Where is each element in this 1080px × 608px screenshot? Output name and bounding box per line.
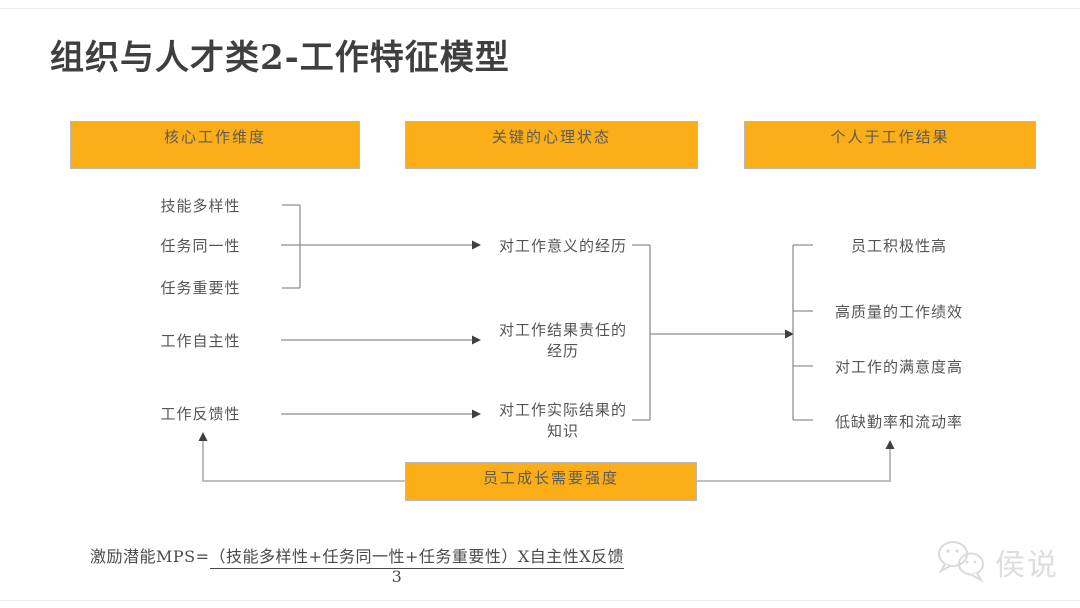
header-label-outcomes: 个人于工作结果 <box>830 128 950 146</box>
moderator-to-feedback-line <box>202 440 405 482</box>
left-bracket <box>282 204 301 289</box>
moderator-box-growth-need: 员工成长需要强度 <box>405 462 697 501</box>
node-feedback: 工作反馈性 <box>160 405 241 423</box>
header-label-core-dimensions: 核心工作维度 <box>163 128 266 146</box>
formula-denominator: 3 <box>391 567 403 586</box>
dimension-arrowheads <box>472 240 481 419</box>
bottom-edge-divider <box>0 600 1080 601</box>
node-experienced-responsibility: 对工作结果责任的 经历 <box>498 321 627 360</box>
header-box-psych-states: 关键的心理状态 <box>405 121 698 169</box>
chat-bubbles-icon <box>938 541 984 583</box>
header-box-outcomes: 个人于工作结果 <box>744 121 1036 169</box>
formula-numerator: （技能多样性+任务同一性+任务重要性）X自主性X反馈 <box>209 547 625 569</box>
node-high-satisfaction: 对工作的满意度高 <box>834 358 963 376</box>
node-experienced-meaningfulness: 对工作意义的经历 <box>498 237 627 255</box>
page-title: 组织与人才类2-工作特征模型 <box>50 38 510 78</box>
node-skill-variety: 技能多样性 <box>160 197 241 215</box>
node-high-motivation: 员工积极性高 <box>850 237 947 255</box>
states-to-outcomes-arrowhead <box>785 329 794 339</box>
node-low-absenteeism: 低缺勤率和流动率 <box>834 413 963 431</box>
header-box-core-dimensions: 核心工作维度 <box>70 121 360 169</box>
node-autonomy: 工作自主性 <box>160 332 241 350</box>
dimension-arrows <box>281 244 472 415</box>
formula-prefix: 激励潜能MPS= <box>90 547 210 566</box>
node-task-significance: 任务重要性 <box>160 279 241 297</box>
header-label-psych-states: 关键的心理状态 <box>491 128 611 146</box>
node-task-identity: 任务同一性 <box>160 237 241 255</box>
top-edge-divider <box>0 8 1080 9</box>
moderator-to-turnover-line <box>697 448 891 482</box>
watermark-text: 侯说 <box>995 548 1059 583</box>
moderator-label: 员工成长需要强度 <box>482 469 619 487</box>
node-knowledge-of-results: 对工作实际结果的 知识 <box>498 401 627 440</box>
watermark: 侯说 <box>933 526 1078 598</box>
right-bracket <box>792 244 813 421</box>
node-high-performance: 高质量的工作绩效 <box>834 303 963 321</box>
mps-formula: 激励潜能MPS=（技能多样性+任务同一性+任务重要性）X自主性X反馈 3 <box>90 543 625 586</box>
